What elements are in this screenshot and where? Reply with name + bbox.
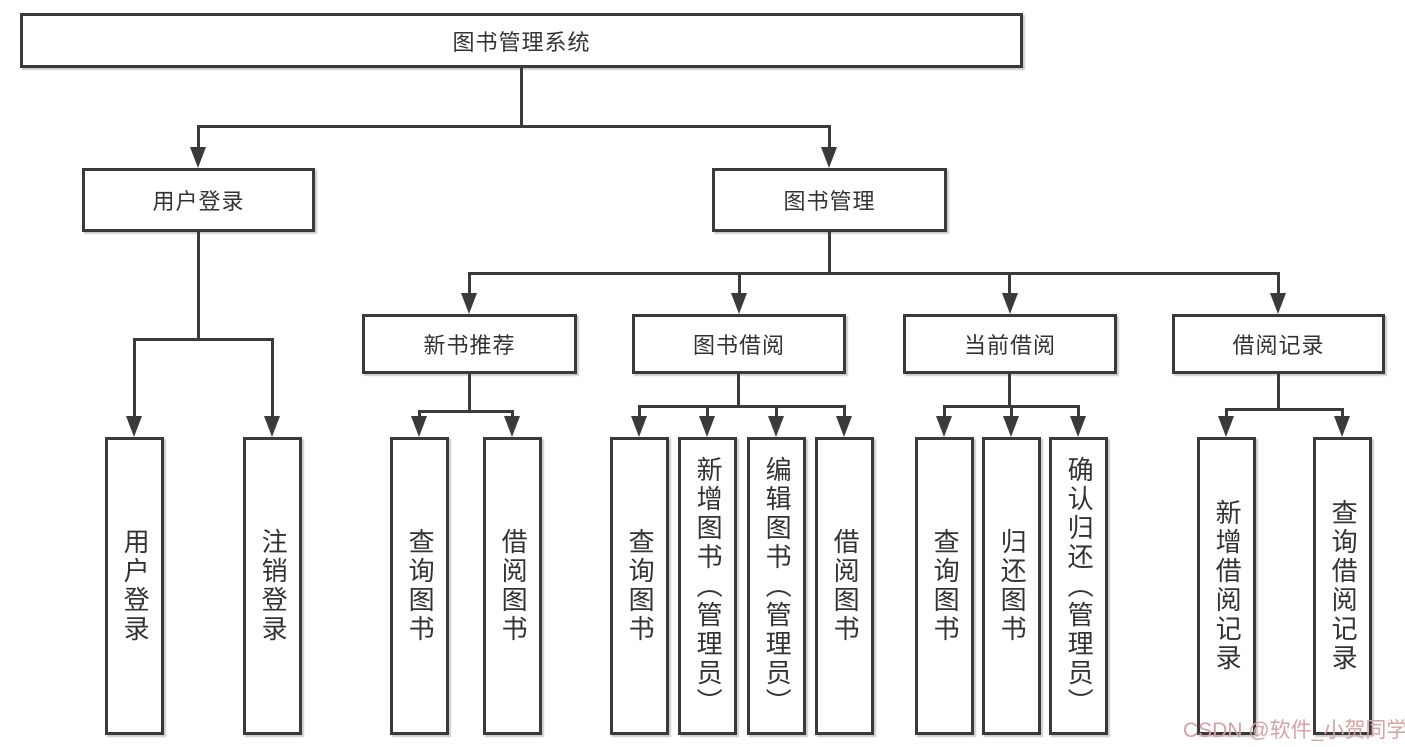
connector-current-shaft1 bbox=[943, 405, 946, 418]
leaf-label: 注销登录 bbox=[258, 528, 289, 644]
node-label: 借阅记录 bbox=[1232, 333, 1325, 358]
leaf-label: 查询图书 bbox=[405, 528, 436, 644]
connector-borrowing-hline bbox=[638, 405, 846, 408]
node-label: 用户登录 bbox=[152, 189, 245, 214]
leaf-add-borrow-record: 新增借阅记录 bbox=[1197, 437, 1256, 735]
leaf-label: 编辑图书（管理员） bbox=[762, 455, 793, 717]
arrow-down-icon bbox=[1218, 416, 1234, 437]
connector-records-stem bbox=[1277, 374, 1280, 408]
leaf-query-books-recommend: 查询图书 bbox=[390, 437, 449, 735]
leaf-query-books-borrowing: 查询图书 bbox=[610, 437, 669, 735]
arrow-down-icon bbox=[731, 293, 747, 314]
arrow-down-icon bbox=[190, 147, 206, 168]
leaf-borrow-books-recommend: 借阅图书 bbox=[483, 437, 542, 735]
arrow-down-icon bbox=[1003, 416, 1019, 437]
arrow-down-icon bbox=[411, 416, 427, 437]
leaf-label: 新增借阅记录 bbox=[1212, 499, 1243, 673]
leaf-add-book-admin: 新增图书（管理员） bbox=[678, 437, 737, 735]
connector-borrowing-shaft4 bbox=[843, 405, 846, 418]
leaf-label: 新增图书（管理员） bbox=[693, 455, 724, 717]
node-label: 新书推荐 bbox=[423, 333, 516, 358]
arrow-down-icon bbox=[1334, 416, 1350, 437]
connector-records-shaft1 bbox=[1225, 408, 1228, 418]
connector-current-shaft2 bbox=[1010, 405, 1013, 418]
leaf-return-book: 归还图书 bbox=[982, 437, 1041, 735]
connector-bookmgmt-shaft1 bbox=[468, 272, 471, 293]
arrow-down-icon bbox=[699, 416, 715, 437]
arrow-down-icon bbox=[461, 293, 477, 314]
node-book-management: 图书管理 bbox=[712, 168, 947, 232]
connector-newrec-shaft1 bbox=[418, 410, 421, 418]
node-label: 当前借阅 bbox=[963, 333, 1056, 358]
leaf-borrow-books-borrowing: 借阅图书 bbox=[815, 437, 874, 735]
connector-borrowing-shaft3 bbox=[775, 405, 778, 418]
arrow-down-icon bbox=[768, 416, 784, 437]
connector-bookmgmt-hline bbox=[468, 272, 1280, 275]
connector-userlogin-shaft2 bbox=[271, 338, 274, 418]
connector-bookmgmt-shaft4 bbox=[1277, 272, 1280, 293]
node-current-borrowing: 当前借阅 bbox=[903, 314, 1117, 374]
leaf-label: 归还图书 bbox=[997, 528, 1028, 644]
node-label: 图书管理系统 bbox=[452, 29, 591, 55]
arrow-down-icon bbox=[1002, 293, 1018, 314]
arrow-down-icon bbox=[836, 416, 852, 437]
arrow-down-icon bbox=[504, 416, 520, 437]
connector-bookmgmt-shaft3 bbox=[1008, 272, 1011, 293]
node-borrowing-records: 借阅记录 bbox=[1172, 314, 1385, 374]
connector-records-shaft2 bbox=[1341, 408, 1344, 418]
connector-newrec-shaft2 bbox=[511, 410, 514, 418]
connector-root-right-shaft bbox=[828, 125, 831, 149]
arrow-down-icon bbox=[936, 416, 952, 437]
leaf-edit-book-admin: 编辑图书（管理员） bbox=[747, 437, 806, 735]
arrow-down-icon bbox=[264, 416, 280, 437]
leaf-label: 查询借阅记录 bbox=[1328, 499, 1359, 673]
connector-root-left-shaft bbox=[197, 125, 200, 149]
connector-bookmgmt-stem bbox=[828, 232, 831, 272]
arrow-down-icon bbox=[1270, 293, 1286, 314]
connector-bookmgmt-shaft2 bbox=[738, 272, 741, 293]
connector-newrec-hline bbox=[418, 410, 514, 413]
node-user-login: 用户登录 bbox=[82, 168, 315, 232]
connector-current-stem bbox=[1008, 374, 1011, 405]
node-label: 图书借阅 bbox=[692, 333, 785, 358]
arrow-down-icon bbox=[821, 147, 837, 168]
node-book-borrowing: 图书借阅 bbox=[632, 314, 846, 374]
connector-root-hline bbox=[197, 125, 831, 128]
connector-userlogin-shaft1 bbox=[133, 338, 136, 418]
arrow-down-icon bbox=[631, 416, 647, 437]
node-library-management-system: 图书管理系统 bbox=[20, 13, 1023, 68]
arrow-down-icon bbox=[126, 416, 142, 437]
connector-userlogin-hline bbox=[133, 338, 274, 341]
leaf-label: 确认归还（管理员） bbox=[1064, 455, 1095, 717]
leaf-query-books-current: 查询图书 bbox=[915, 437, 974, 735]
leaf-label: 查询图书 bbox=[625, 528, 656, 644]
leaf-user-login: 用户登录 bbox=[105, 437, 164, 735]
connector-borrowing-stem bbox=[737, 374, 740, 405]
csdn-watermark: CSDN @软件_小贺同学 bbox=[1183, 719, 1405, 742]
leaf-label: 用户登录 bbox=[120, 528, 151, 644]
leaf-logout: 注销登录 bbox=[243, 437, 302, 735]
connector-root-stem bbox=[520, 68, 523, 125]
connector-newrec-stem bbox=[468, 374, 471, 410]
node-label: 图书管理 bbox=[783, 189, 876, 214]
connector-borrowing-shaft1 bbox=[638, 405, 641, 418]
node-new-book-recommend: 新书推荐 bbox=[362, 314, 577, 374]
connector-borrowing-shaft2 bbox=[706, 405, 709, 418]
connector-records-hline bbox=[1225, 408, 1344, 411]
leaf-label: 借阅图书 bbox=[498, 528, 529, 644]
arrow-down-icon bbox=[1070, 416, 1086, 437]
leaf-label: 查询图书 bbox=[930, 528, 961, 644]
connector-current-shaft3 bbox=[1077, 405, 1080, 418]
leaf-label: 借阅图书 bbox=[830, 528, 861, 644]
leaf-query-borrow-record: 查询借阅记录 bbox=[1313, 437, 1372, 735]
connector-userlogin-stem bbox=[197, 232, 200, 338]
leaf-confirm-return-admin: 确认归还（管理员） bbox=[1049, 437, 1108, 735]
